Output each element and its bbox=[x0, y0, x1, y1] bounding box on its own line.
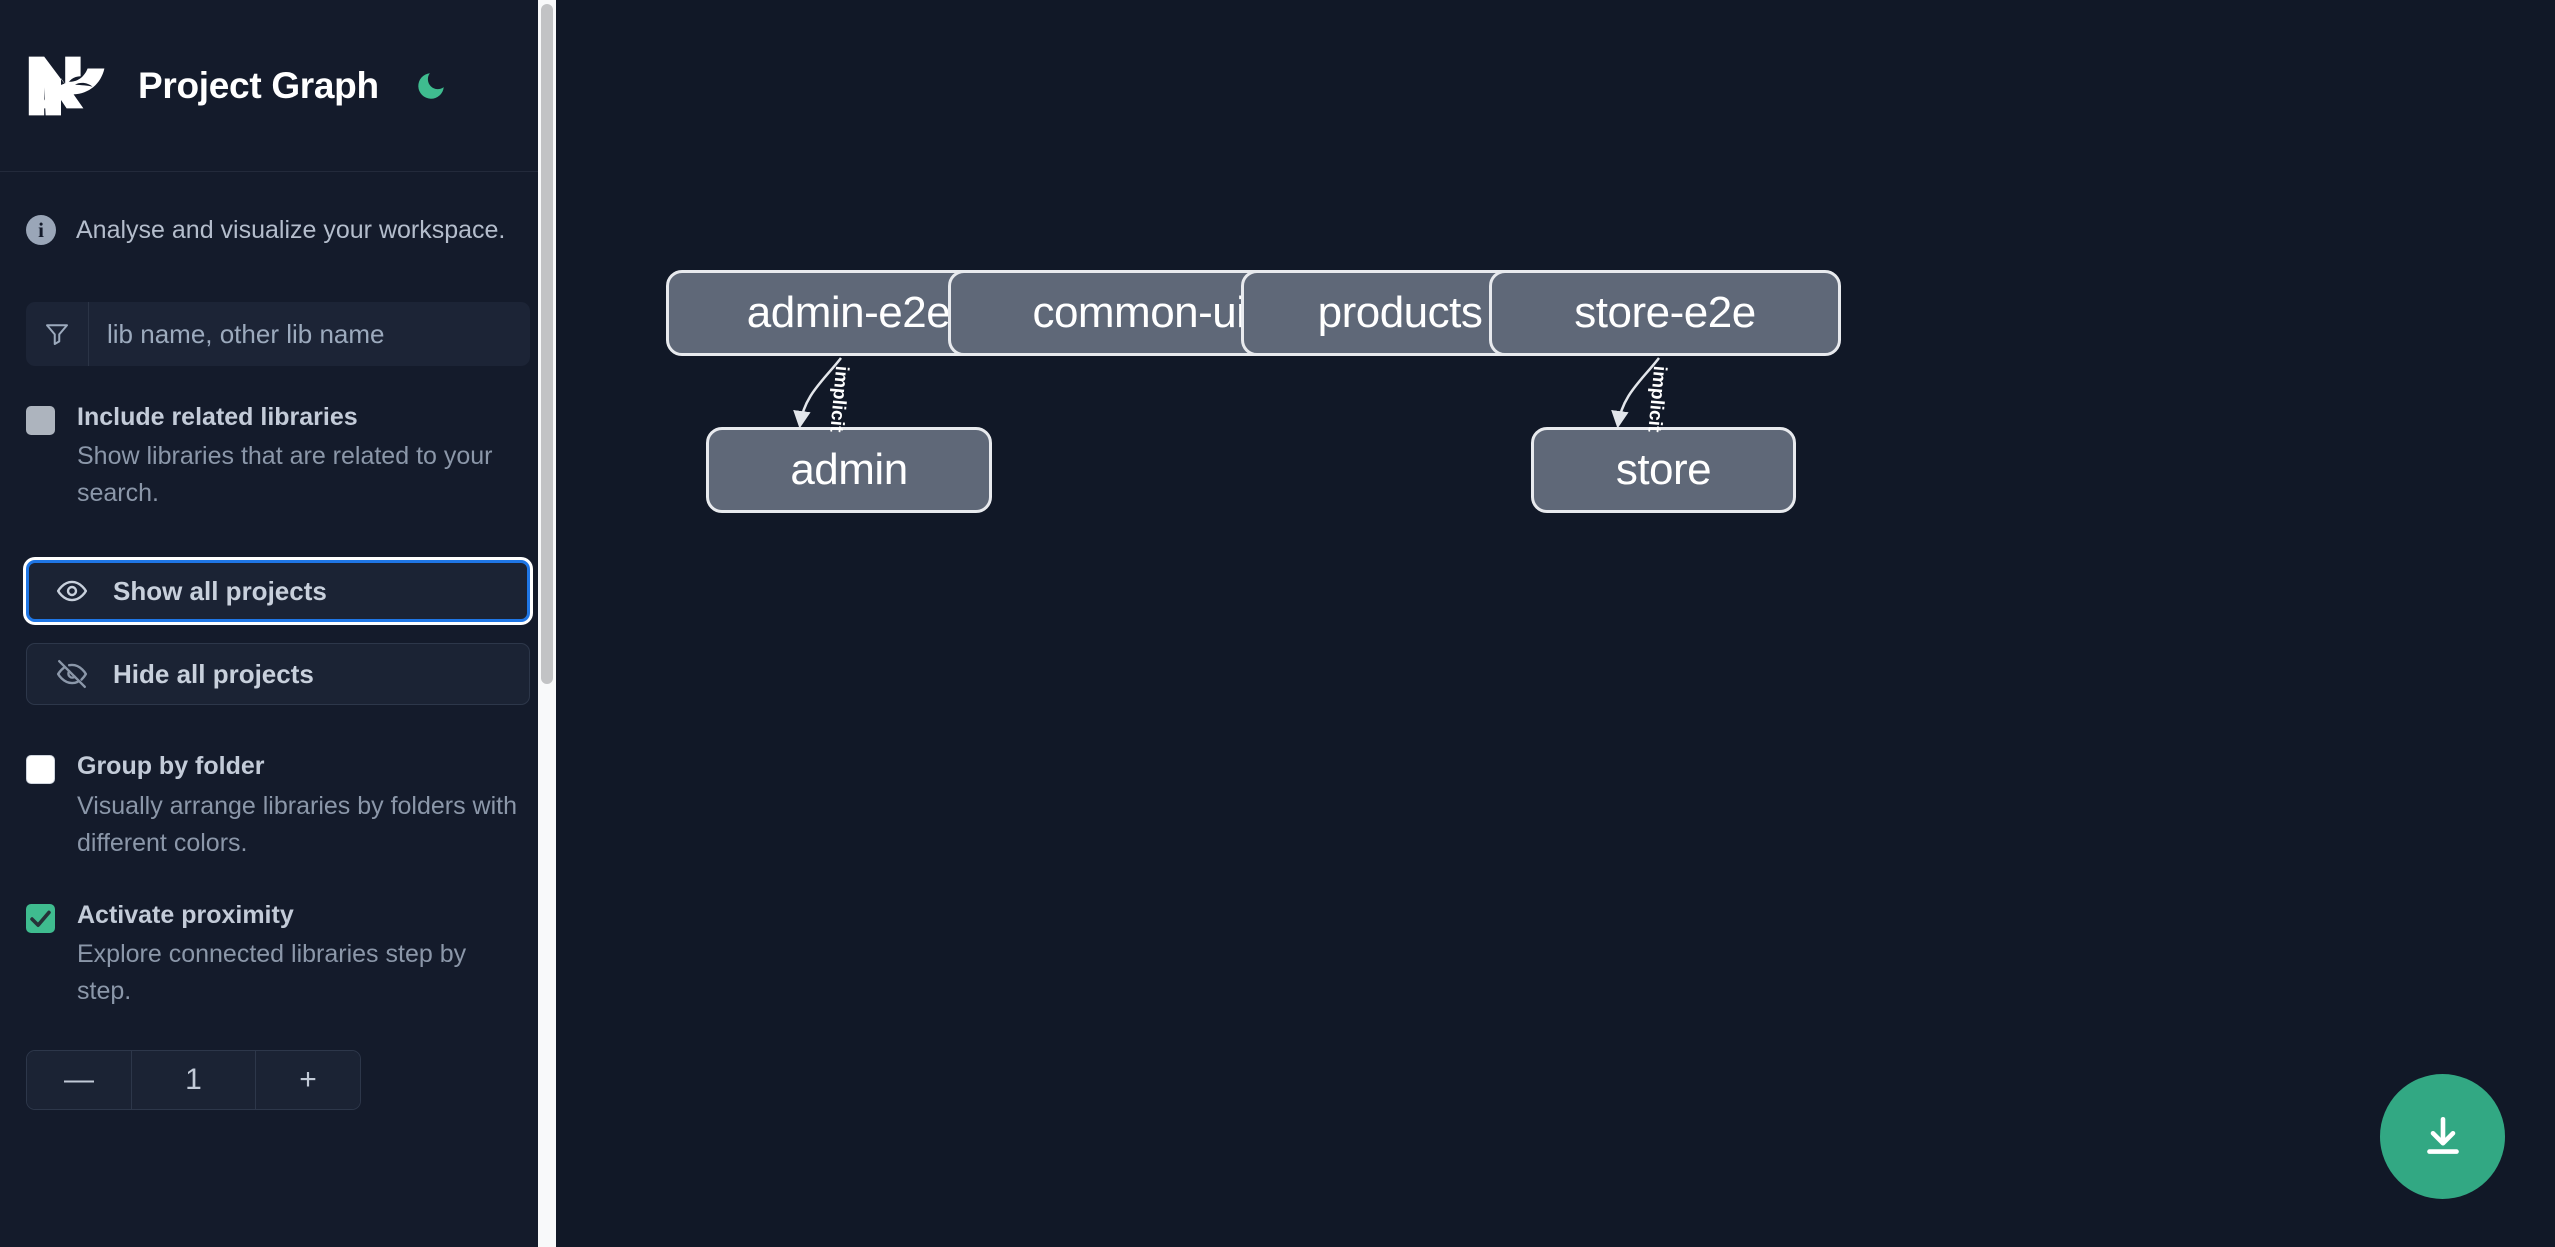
proximity-decrement-button[interactable]: — bbox=[27, 1050, 131, 1109]
download-image-button[interactable] bbox=[2380, 1074, 2505, 1199]
graph-node-store-e2e[interactable]: store-e2e bbox=[1489, 270, 1841, 356]
proximity-stepper: — 1 + bbox=[26, 1049, 361, 1110]
sidebar-scrollbar-thumb[interactable] bbox=[541, 4, 553, 684]
search-input[interactable] bbox=[89, 302, 530, 366]
sidebar: Project Graph i Analyse and visualize yo… bbox=[0, 0, 556, 1247]
moon-icon[interactable] bbox=[409, 64, 453, 108]
workspace-info: i Analyse and visualize your workspace. bbox=[0, 172, 556, 250]
sidebar-header: Project Graph bbox=[0, 0, 556, 172]
option-activate-proximity[interactable]: Activate proximity Explore connected lib… bbox=[0, 900, 556, 1010]
workspace-info-text: Analyse and visualize your workspace. bbox=[76, 215, 506, 244]
checkbox-include-related-libraries[interactable] bbox=[26, 406, 55, 435]
download-icon bbox=[2426, 1116, 2459, 1154]
info-icon: i bbox=[26, 215, 56, 245]
option-group-by-folder[interactable]: Group by folder Visually arrange librari… bbox=[0, 751, 556, 861]
proximity-increment-button[interactable]: + bbox=[256, 1050, 360, 1109]
show-all-projects-label: Show all projects bbox=[113, 575, 327, 606]
graph-node-admin[interactable]: admin bbox=[706, 427, 992, 513]
graph-node-store[interactable]: store bbox=[1531, 427, 1796, 513]
project-visibility-buttons: Show all projects Hide all projects bbox=[26, 560, 530, 706]
checkbox-activate-proximity[interactable] bbox=[26, 903, 55, 933]
option-label: Activate proximity bbox=[77, 900, 294, 929]
eye-icon bbox=[53, 575, 91, 607]
option-description: Explore connected libraries step by step… bbox=[77, 939, 467, 1005]
filter-search-box[interactable] bbox=[26, 302, 530, 366]
nx-logo-icon bbox=[26, 50, 110, 122]
option-label: Include related libraries bbox=[77, 403, 358, 431]
proximity-stepper-wrap: — 1 + bbox=[26, 1049, 530, 1110]
option-include-related-libraries[interactable]: Include related libraries Show libraries… bbox=[0, 402, 556, 512]
option-description: Show libraries that are related to your … bbox=[77, 442, 493, 508]
graph-edges bbox=[793, 357, 1660, 429]
proximity-value: 1 bbox=[131, 1050, 256, 1109]
checkbox-group-by-folder[interactable] bbox=[26, 755, 55, 785]
show-all-projects-button[interactable]: Show all projects bbox=[26, 560, 530, 623]
option-label: Group by folder bbox=[77, 752, 265, 781]
hide-all-projects-button[interactable]: Hide all projects bbox=[26, 643, 530, 706]
app-title: Project Graph bbox=[138, 64, 379, 106]
option-description: Visually arrange libraries by folders wi… bbox=[77, 791, 518, 857]
hide-all-projects-label: Hide all projects bbox=[113, 658, 314, 689]
eye-off-icon bbox=[53, 658, 91, 690]
sidebar-scrollbar[interactable] bbox=[538, 0, 556, 1247]
filter-icon bbox=[26, 302, 89, 366]
